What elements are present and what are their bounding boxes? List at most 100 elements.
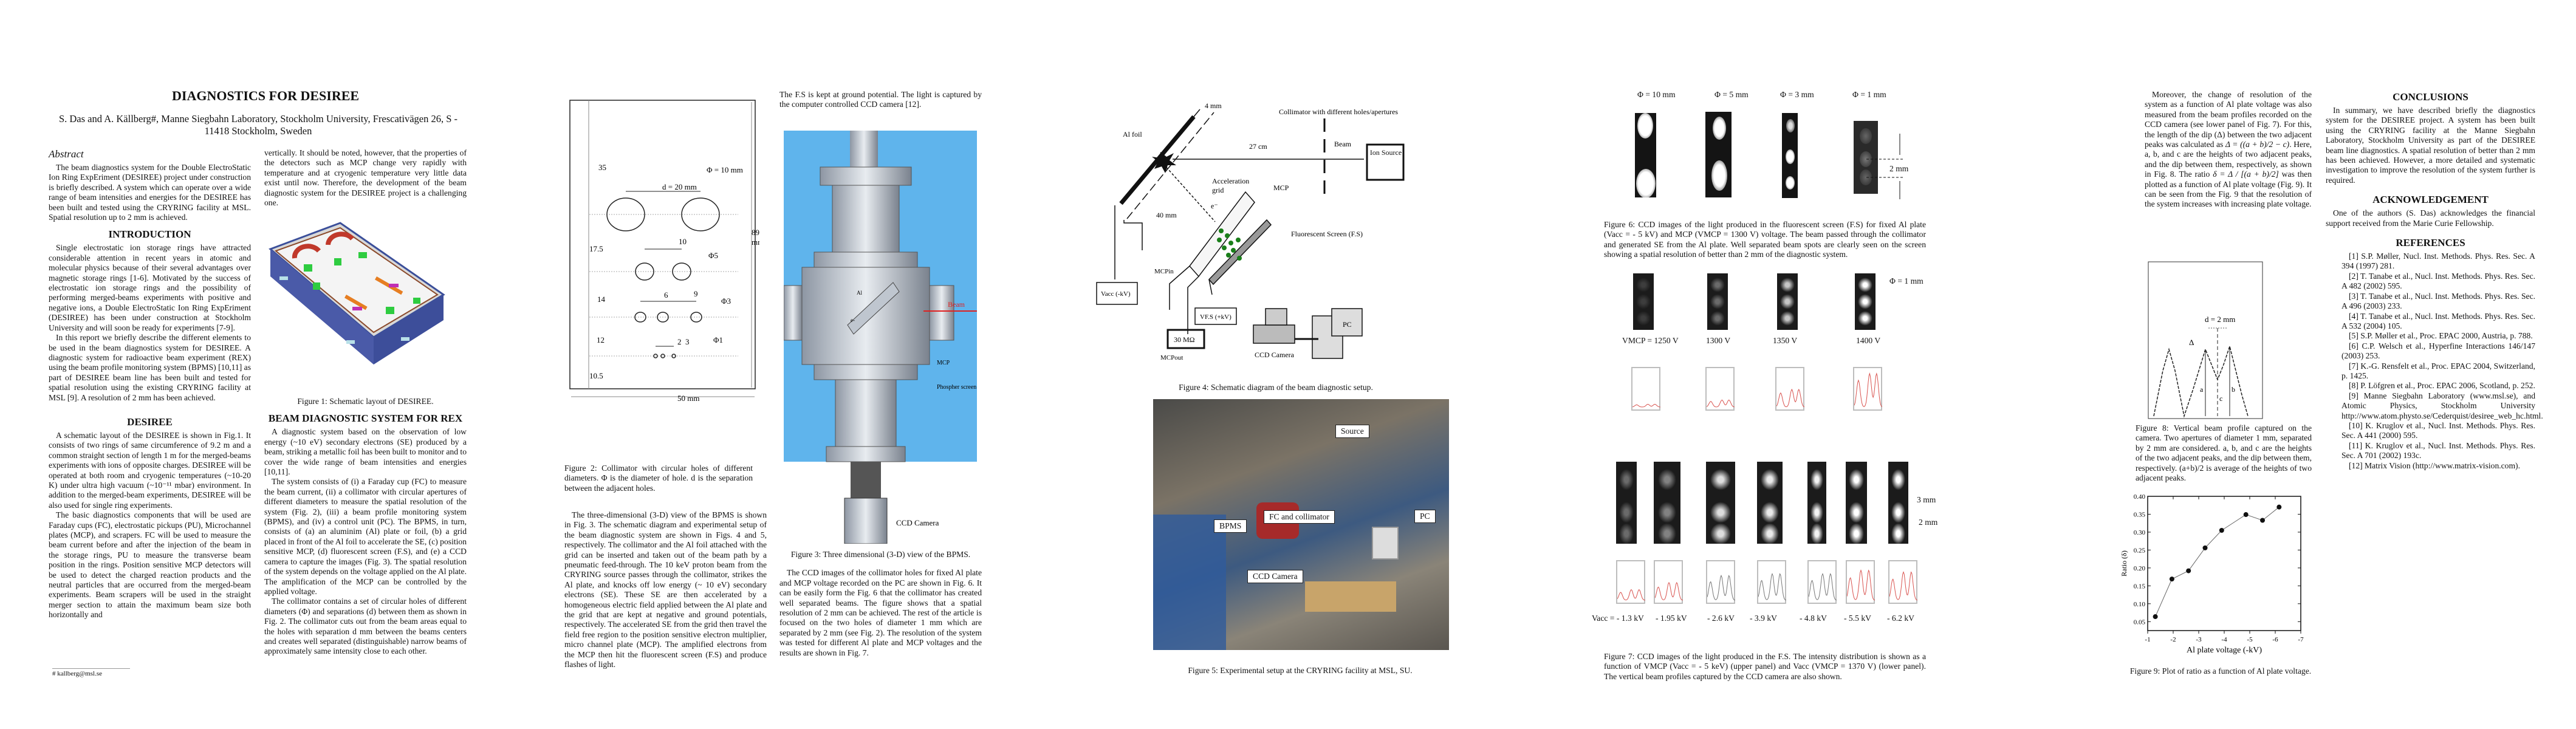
ccd-image — [1807, 462, 1826, 544]
data-point — [2186, 568, 2191, 573]
beam-profile — [1775, 367, 1805, 411]
fig7-label: 2 mm — [1919, 518, 1938, 527]
data-point — [2219, 527, 2224, 533]
conclusions-text: In summary, we have described briefly th… — [2326, 106, 2535, 185]
formula-ratio: δ = Δ / [(a + b)/2] — [2213, 169, 2279, 179]
fig7-label: - 6.2 kV — [1887, 614, 1914, 623]
figure-3-caption: Figure 3: Three dimensional (3-D) view o… — [790, 550, 971, 559]
fig7-label: 1400 V — [1856, 336, 1881, 345]
beam-profile — [1654, 560, 1684, 604]
fig7-label: - 2.6 kV — [1707, 614, 1735, 623]
label-height-unit: mm — [752, 238, 759, 247]
fig6-annotation: 2 mm — [1889, 164, 1909, 173]
fig7-label: - 4.8 kV — [1800, 614, 1827, 623]
dim-35: 35 — [598, 163, 606, 172]
data-point — [2169, 577, 2174, 582]
label-source: Source — [1335, 425, 1369, 438]
label-gap: 4 mm — [1205, 101, 1222, 110]
label-ccd-camera: CCD Camera — [896, 518, 939, 527]
figure-8-caption: Figure 8: Vertical beam profile captured… — [2136, 423, 2312, 483]
conclusions-heading: CONCLUSIONS — [2393, 91, 2468, 103]
fig7-label: Φ = 1 mm — [1889, 276, 1923, 286]
x-tick-label: -3 — [2196, 636, 2202, 643]
figure-7-caption: Figure 7: CCD images of the light produc… — [1604, 652, 1926, 681]
fig7-label: 1350 V — [1773, 336, 1798, 345]
paper-title: DIAGNOSTICS FOR DESIREE — [172, 88, 360, 103]
fig6-label: Φ = 5 mm — [1714, 90, 1749, 99]
column-2: vertically. It should be noted, however,… — [264, 148, 467, 208]
fig6-label: Φ = 1 mm — [1852, 90, 1886, 99]
label-d10: 10 — [679, 237, 687, 246]
figure-9-caption: Figure 9: Plot of ratio as a function of… — [2129, 666, 2312, 676]
dim-12: 12 — [597, 335, 605, 344]
label-phi10: Φ = 10 mm — [707, 165, 743, 174]
ccd-image — [1616, 462, 1637, 544]
beam-profile — [1853, 367, 1883, 411]
x-tick-label: -5 — [2247, 636, 2253, 643]
dim-17-5: 17.5 — [589, 244, 603, 253]
fig7-label: - 5.5 kV — [1844, 614, 1871, 623]
label-ccd-camera: CCD Camera — [1247, 570, 1303, 583]
figure-3-bpms-3d: Beam MCP Phospher screen e- Al CCD Camer… — [784, 131, 977, 544]
fig7-label: - 3.9 kV — [1750, 614, 1777, 623]
label-fc-collimator: FC and collimator — [1264, 510, 1335, 524]
reference-item: [10] K. Kruglov et al., Nucl. Inst. Meth… — [2341, 420, 2535, 440]
label-40mm: 40 mm — [1156, 211, 1177, 219]
data-point — [2243, 512, 2249, 518]
label-electron: e⁻ — [1211, 202, 1218, 210]
label-d3: 3 — [685, 337, 690, 346]
references-heading: REFERENCES — [2396, 237, 2465, 249]
x-axis-label: Al plate voltage (-kV) — [2187, 646, 2262, 655]
reference-item: [12] Matrix Vision (http://www.matrix-vi… — [2349, 460, 2520, 470]
reference-item: [5] S.P. Møller et al., Proc. EPAC 2000,… — [2349, 331, 2533, 341]
paragraph: A diagnostic system based on the observa… — [264, 427, 467, 477]
label-mcp: MCP — [1273, 183, 1289, 192]
paragraph: The CCD images of the collimator holes f… — [779, 568, 982, 657]
reference-item: [6] C.P. Welsch et al., Hyperfine Intera… — [2341, 341, 2535, 361]
label-pc: PC — [1343, 320, 1352, 329]
introduction-heading: INTRODUCTION — [108, 228, 191, 241]
figure-2-caption: Figure 2: Collimator with circular holes… — [564, 464, 753, 493]
label-phi1: Φ1 — [713, 335, 723, 344]
ccd-image — [1888, 462, 1908, 544]
label-bpms: BPMS — [1214, 519, 1247, 533]
reference-item: [1] S.P. Møller, Nucl. Inst. Methods. Ph… — [2341, 252, 2535, 271]
paragraph: The basic diagnostics components that wi… — [49, 510, 251, 620]
reference-item: [9] Manne Siegbahn Laboratory (www.msl.s… — [2341, 391, 2543, 420]
figure-5-photo: Source FC and collimator BPMS PC CCD Cam… — [1153, 399, 1449, 650]
label-pc: PC — [1414, 510, 1436, 523]
x-tick-label: -7 — [2298, 636, 2304, 643]
label-phosphor: Phospher screen — [937, 384, 976, 391]
figure-6: Φ = 10 mm Φ = 5 mm Φ = 3 mm Φ = 1 mm 2 m… — [1616, 85, 2005, 267]
label-ccd-camera: CCD Camera — [1255, 351, 1295, 359]
paragraph: The collimator contains a set of circula… — [264, 597, 467, 656]
fig7-label: 3 mm — [1917, 495, 1936, 504]
ccd-image — [1705, 112, 1732, 197]
label-al-foil: Al foil — [1123, 130, 1142, 139]
paragraph: The F.S is kept at ground potential. The… — [779, 90, 982, 109]
label-mcp-out: MCPout — [1160, 354, 1183, 361]
label-c: c — [2219, 394, 2222, 403]
label-b: b — [2232, 385, 2235, 394]
paragraph: The three-dimensional (3-D) view of the … — [564, 510, 767, 669]
ccd-image — [1757, 462, 1783, 544]
ccd-image — [1654, 462, 1680, 544]
reference-item: [3] T. Tanabe et al., Nucl. Inst. Method… — [2341, 291, 2535, 311]
label-resistor: 30 MΩ — [1174, 335, 1195, 344]
figure-8-profile: d = 2 mm Δ a b c — [2148, 261, 2263, 419]
figure-5-caption: Figure 5: Experimental setup at the CRYR… — [1188, 666, 1413, 675]
reference-item: [7] K.-G. Rensfelt et al., Proc. EPAC 20… — [2341, 361, 2535, 380]
y-tick-label: 0.30 — [2134, 529, 2146, 536]
beam-profile — [1888, 560, 1918, 604]
paragraph: In this report we briefly describe the d… — [49, 333, 251, 402]
x-tick-label: -2 — [2170, 636, 2176, 643]
figure-2-collimator: 35 17.5 14 12 10.5 Φ = 10 mm d = 20 mm 1… — [569, 100, 759, 403]
abstract-heading: Abstract — [49, 148, 84, 160]
data-point — [2276, 504, 2282, 510]
paragraph: The system consists of (i) a Faraday cup… — [264, 477, 467, 596]
data-point — [2202, 545, 2208, 550]
x-tick-label: -6 — [2272, 636, 2278, 643]
dim-10-5: 10.5 — [589, 371, 603, 380]
beam-profile — [1846, 560, 1875, 604]
ccd-image — [1855, 273, 1875, 330]
